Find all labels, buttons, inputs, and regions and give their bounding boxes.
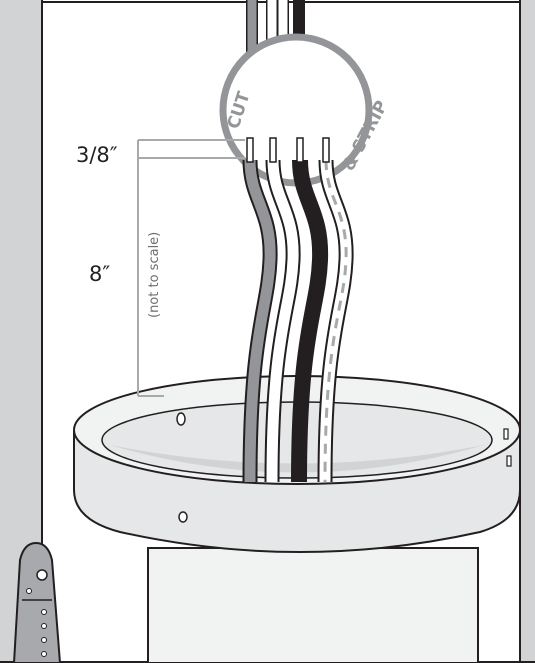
stripper-hole — [26, 588, 32, 594]
canopy — [73, 375, 521, 663]
stripped-end — [296, 137, 304, 163]
wall-right-panel — [520, 0, 535, 663]
screw-slot-icon — [506, 455, 512, 467]
stripper-hole — [41, 623, 47, 629]
stripper-pivot — [36, 569, 48, 581]
wire-stripper-icon — [12, 541, 62, 663]
stripper-jaw — [12, 541, 62, 663]
stripped-end — [246, 137, 254, 163]
stripper-hole — [41, 609, 47, 615]
screw-slot-icon — [503, 428, 509, 440]
canopy-stem — [147, 547, 479, 663]
wires — [219, 0, 373, 483]
screw-hole-icon — [176, 412, 186, 426]
stripper-hole — [41, 651, 47, 657]
wire-black-lead — [291, 159, 329, 483]
wire-white-lead — [266, 159, 299, 483]
strip-length-label: 3/8″ — [76, 143, 118, 167]
wire-stripe — [323, 159, 348, 483]
canopy-inner-shadow — [110, 445, 484, 473]
not-to-scale-label: (not to scale) — [147, 232, 162, 318]
stripped-end — [269, 137, 277, 163]
wire-gray-lead — [244, 159, 276, 483]
screw-hole-icon — [178, 511, 188, 523]
dimension-lines — [137, 139, 245, 397]
lead-length-label: 8″ — [89, 262, 110, 286]
stripped-end — [322, 137, 330, 163]
stripper-hole — [41, 637, 47, 643]
